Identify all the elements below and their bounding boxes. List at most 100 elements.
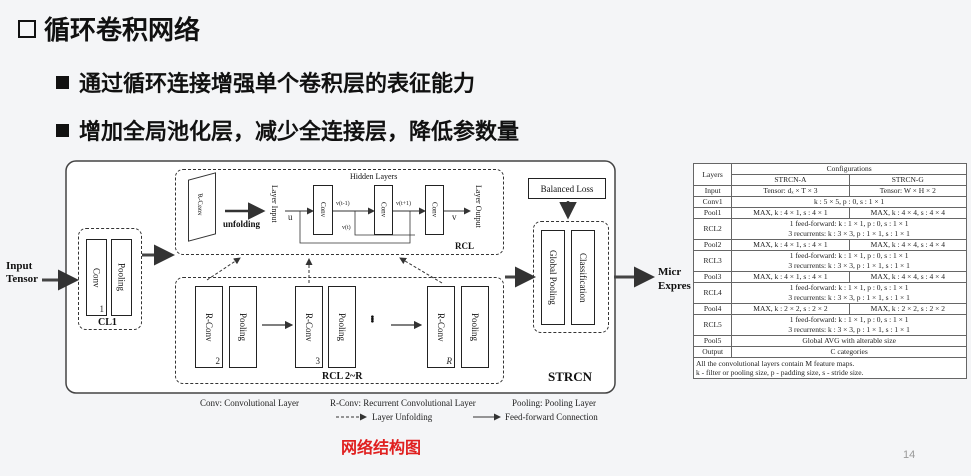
cl1-pooling-box: Pooling bbox=[111, 239, 132, 316]
classifier-group bbox=[533, 221, 609, 333]
rcl-unit-1-rconv: R-Conv 2 bbox=[195, 286, 223, 368]
square-bullet-icon bbox=[56, 75, 69, 89]
config-line: 1 feed-forward: k : 1 × 1, p : 0, s : 1 … bbox=[789, 219, 909, 228]
table-cell: Tensor: dₓ × T × 3 bbox=[731, 185, 850, 197]
config-line: 3 recurrents: k : 3 × 3, p : 1 × 1, s : … bbox=[788, 325, 910, 334]
table-cell: 1 feed-forward: k : 1 × 1, p : 0, s : 1 … bbox=[731, 218, 967, 240]
legend-conv: Conv: Convolutional Layer bbox=[200, 398, 299, 408]
table-row: RCL3 1 feed-forward: k : 1 × 1, p : 0, s … bbox=[692, 250, 967, 272]
table-cell: 1 feed-forward: k : 1 × 1, p : 0, s : 1 … bbox=[731, 250, 967, 272]
legend-unfold: Layer Unfolding bbox=[372, 412, 433, 422]
layer-name-cell: Pool3 bbox=[692, 271, 733, 283]
footnote-2: k - filter or pooling size, p - padding … bbox=[696, 368, 864, 377]
layer-name-cell: Input bbox=[692, 185, 733, 197]
v-next-label: v(t+1) bbox=[396, 201, 412, 207]
header-configurations: Configurations bbox=[731, 163, 967, 175]
table-cell: MAX, k : 4 × 4, s : 4 × 4 bbox=[848, 239, 968, 251]
config-table: Layers Configurations STRCN-A STRCN-G In… bbox=[692, 163, 968, 379]
table-cell: MAX, k : 4 × 1, s : 4 × 1 bbox=[731, 239, 850, 251]
rcl-unit-3-rconv: R-Conv R bbox=[427, 286, 455, 368]
layer-name-cell: Pool5 bbox=[692, 335, 733, 347]
rcl-group bbox=[175, 277, 504, 384]
layer-name-cell: Pool4 bbox=[692, 303, 733, 315]
slide-title: 循环卷积网络 bbox=[18, 10, 200, 47]
rcl-unit-3-pool-label: Pooling bbox=[470, 312, 480, 341]
unfolding-label: unfolding bbox=[223, 219, 261, 229]
config-line: 1 feed-forward: k : 1 × 1, p : 0, s : 1 … bbox=[789, 283, 909, 292]
rcl-unit-2-pool-label: Pooling bbox=[337, 312, 347, 341]
rcl-label: RCL bbox=[455, 241, 475, 251]
table-row: RCL5 1 feed-forward: k : 1 × 1, p : 0, s … bbox=[692, 314, 967, 336]
global-pooling-box: Global Pooling bbox=[541, 230, 565, 325]
cl1-label: CL1 bbox=[98, 317, 117, 328]
legend-ff: Feed-forward Connection bbox=[505, 412, 598, 422]
rcl-unit-3-num: R bbox=[446, 356, 453, 366]
bullet-1: 通过循环连接增强单个卷积层的表征能力 bbox=[56, 66, 475, 98]
table-cell: k : 5 × 5, p : 0, s : 1 × 1 bbox=[731, 196, 967, 208]
legend-pool: Pooling: Pooling Layer bbox=[512, 398, 596, 408]
hidden-conv-2: Conv bbox=[374, 185, 393, 235]
network-diagram: Input Tensor Micr Expres Conv 1 Pooling … bbox=[0, 155, 691, 430]
table-cell: MAX, k : 2 × 2, s : 2 × 2 bbox=[731, 303, 850, 315]
bullet-2: 增加全局池化层，减少全连接层，降低参数量 bbox=[56, 114, 519, 146]
cl1-num: 1 bbox=[99, 304, 105, 314]
balanced-loss-label: Balanced Loss bbox=[540, 183, 594, 194]
figure-caption: 网络结构图 bbox=[341, 440, 422, 457]
u-label: u bbox=[288, 212, 293, 222]
layer-name-cell: RCL3 bbox=[692, 250, 733, 272]
classification-box: Classification bbox=[571, 230, 595, 325]
hidden-conv-1: Conv bbox=[313, 185, 333, 235]
table-cell: 1 feed-forward: k : 1 × 1, p : 0, s : 1 … bbox=[731, 314, 967, 336]
table-cell: MAX, k : 4 × 4, s : 4 × 4 bbox=[848, 271, 968, 283]
layer-input-label: Layer Input bbox=[270, 185, 279, 223]
header-strcn-a: STRCN-A bbox=[731, 174, 850, 186]
rcl-unit-2-rconv: R-Conv 3 bbox=[295, 286, 323, 368]
config-line: 3 recurrents: k : 3 × 3, p : 1 × 1, s : … bbox=[788, 261, 910, 270]
config-line: 1 feed-forward: k : 1 × 1, p : 0, s : 1 … bbox=[789, 315, 909, 324]
footnote-1: All the convolutional layers contain M f… bbox=[696, 359, 855, 368]
header-layers: Layers bbox=[692, 163, 733, 186]
cl1-pool-label: Pooling bbox=[116, 263, 127, 292]
rcl-unit-1-pool-label: Pooling bbox=[238, 312, 248, 341]
rcl-group-label: RCL 2~R bbox=[322, 371, 363, 382]
layer-name-cell: RCL2 bbox=[692, 218, 733, 240]
header-strcn-g: STRCN-G bbox=[848, 174, 968, 186]
table-footnote: All the convolutional layers contain M f… bbox=[693, 357, 967, 379]
bullet-1-text: 通过循环连接增强单个卷积层的表征能力 bbox=[79, 71, 476, 96]
hidden-conv-2-label: Conv bbox=[379, 202, 388, 218]
strcn-label: STRCN bbox=[548, 369, 593, 384]
table-cell: MAX, k : 4 × 4, s : 4 × 4 bbox=[848, 207, 968, 219]
square-bullet-icon bbox=[56, 123, 69, 137]
layer-name-cell: RCL4 bbox=[692, 282, 733, 304]
table-cell: MAX, k : 4 × 1, s : 4 × 1 bbox=[731, 271, 850, 283]
v-label: v bbox=[452, 212, 457, 222]
layer-name-cell: Output bbox=[692, 346, 733, 358]
table-cell: 1 feed-forward: k : 1 × 1, p : 0, s : 1 … bbox=[731, 282, 967, 304]
layer-name-cell: Conv1 bbox=[692, 196, 733, 208]
global-pooling-label: Global Pooling bbox=[548, 250, 558, 305]
config-line: 1 feed-forward: k : 1 × 1, p : 0, s : 1 … bbox=[789, 251, 909, 260]
hollow-square-icon bbox=[18, 19, 36, 38]
hidden-conv-1-label: Conv bbox=[319, 202, 327, 218]
table-cell: MAX, k : 2 × 2, s : 2 × 2 bbox=[848, 303, 968, 315]
table-cell: MAX, k : 4 × 1, s : 4 × 1 bbox=[731, 207, 850, 219]
layer-name-cell: RCL5 bbox=[692, 314, 733, 336]
rcl-unit-2-rconv-label: R-Conv bbox=[304, 312, 314, 342]
legend-rconv: R-Conv: Recurrent Convolutional Layer bbox=[330, 398, 476, 408]
rcl-unit-2-num: 3 bbox=[315, 356, 321, 366]
rcl-unit-3-rconv-label: R-Conv bbox=[436, 312, 446, 342]
bullet-2-text: 增加全局池化层，减少全连接层，降低参数量 bbox=[79, 119, 520, 144]
table-cell: Tensor: W × H × 2 bbox=[848, 185, 968, 197]
layer-name-cell: Pool1 bbox=[692, 207, 733, 219]
rcl-unit-1-pool: Pooling bbox=[229, 286, 257, 368]
layer-output-label: Layer Output bbox=[474, 185, 483, 228]
rcl-unit-2-pool: Pooling bbox=[328, 286, 356, 368]
table-row: RCL4 1 feed-forward: k : 1 × 1, p : 0, s … bbox=[692, 282, 967, 304]
page-number: 14 bbox=[903, 449, 916, 461]
layer-name-cell: Pool2 bbox=[692, 239, 733, 251]
cl1-group bbox=[78, 228, 142, 330]
hidden-layers-label: Hidden Layers bbox=[350, 172, 398, 181]
